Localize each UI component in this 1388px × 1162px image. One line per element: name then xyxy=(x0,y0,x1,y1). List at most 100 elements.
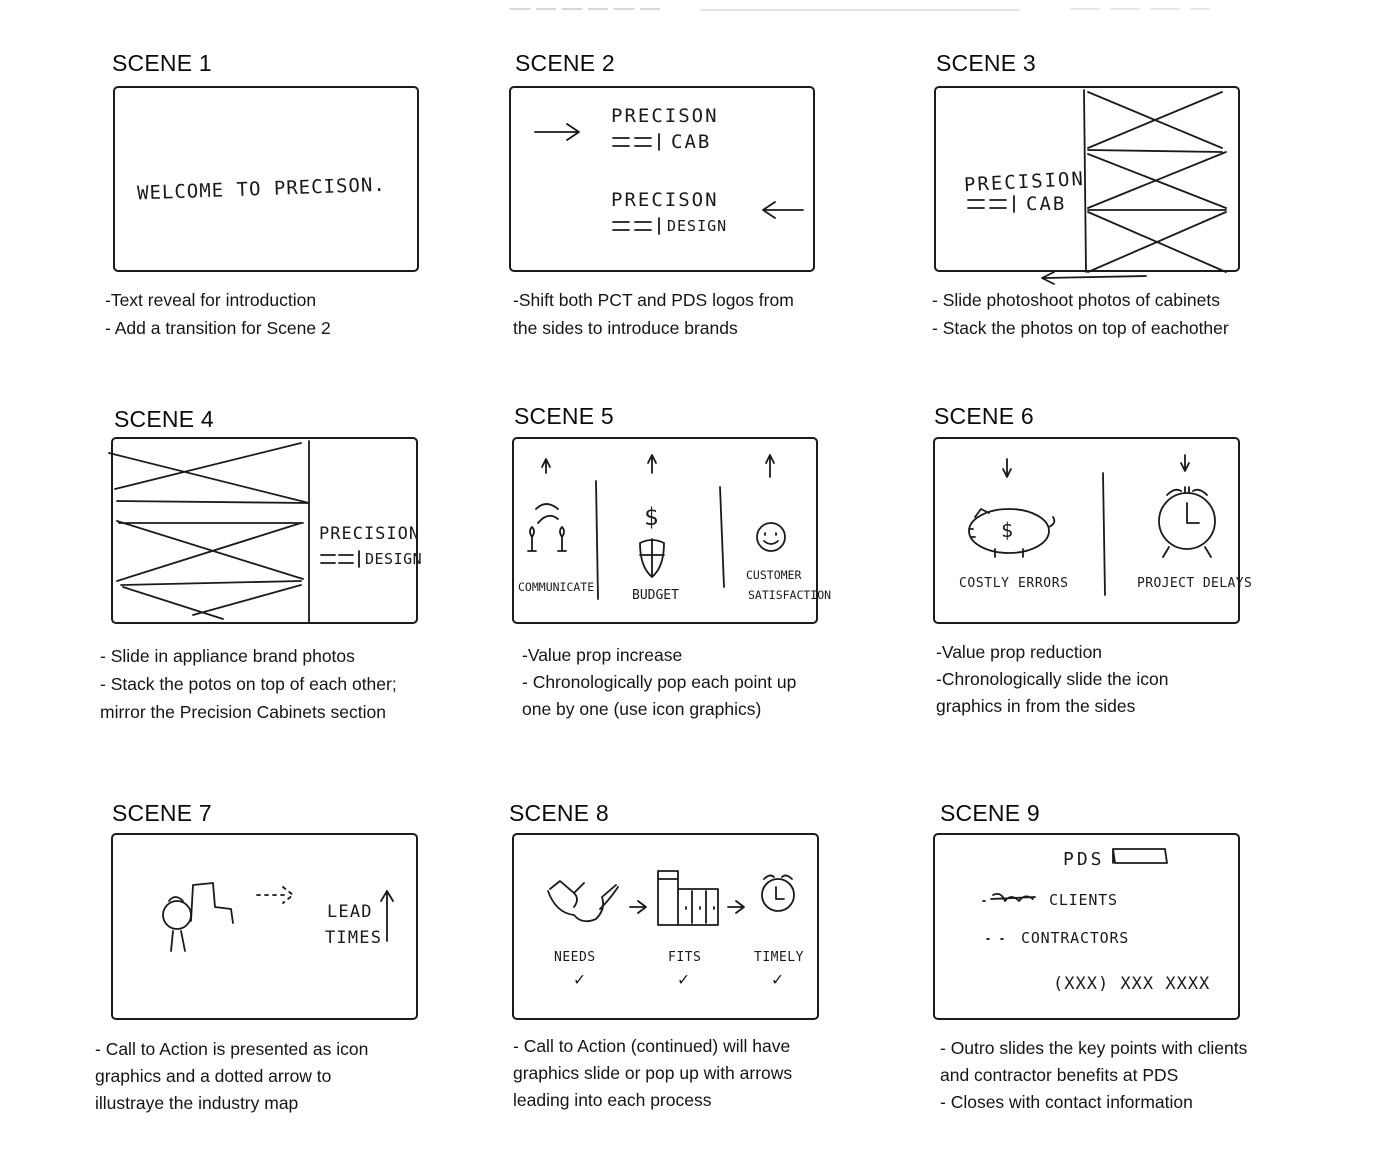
note-line: -Value prop increase xyxy=(522,645,683,665)
sketch-label: SATISFACTION xyxy=(748,588,831,602)
scene-notes: - Call to Action is presented as icon gr… xyxy=(95,1036,368,1117)
storyboard-frame: PRECISON CAB PRECISON DESIGN xyxy=(509,86,815,272)
shield-icon xyxy=(639,538,665,578)
sketch-label: TIMELY xyxy=(754,950,804,965)
sketch-label: TIMES xyxy=(325,928,382,948)
sketch-value-increase: COMMUNICATE $ BUDGET CUSTOMER SATISFACTI… xyxy=(518,454,831,603)
piggy-details xyxy=(968,508,1056,558)
sketch-call-to-action: LEAD TIMES xyxy=(162,882,394,952)
clock-details xyxy=(1162,486,1212,558)
logo-mark xyxy=(967,195,1015,213)
scene-notes: - Outro slides the key points with clien… xyxy=(940,1035,1247,1116)
puzzle-hands-icon xyxy=(547,880,619,923)
arrow-down-icon xyxy=(1180,454,1190,472)
note-line: - Chronologically pop each point up xyxy=(522,672,797,692)
logo-mark xyxy=(612,217,660,235)
storyboard-frame: PDS CLIENTS CONTRACTORS (XXX) XXX XXXX xyxy=(933,833,1240,1020)
divider-line xyxy=(595,480,599,600)
scene-notes: -Value prop reduction -Chronologically s… xyxy=(936,639,1168,720)
sketch-label: CAB xyxy=(1026,193,1066,215)
dollar-icon: $ xyxy=(1001,518,1013,542)
scene-title: SCENE 8 xyxy=(509,800,609,826)
arrow-right-icon xyxy=(629,900,647,914)
arrow-right-icon xyxy=(727,900,745,914)
dotted-arrow-icon xyxy=(256,886,294,904)
logo-mark xyxy=(612,133,660,151)
divider-line xyxy=(719,486,725,588)
sketch-label: CONTRACTORS xyxy=(1021,929,1129,947)
note-line: -Text reveal for introduction xyxy=(105,290,317,310)
note-line: illustraye the industry map xyxy=(95,1093,299,1113)
sketch-label: DESIGN xyxy=(667,217,727,235)
scene-notes: -Text reveal for introduction - Add a tr… xyxy=(105,286,331,342)
arrow-up-icon xyxy=(765,454,775,478)
arrow-right-icon xyxy=(534,123,580,141)
sketch-label: FITS xyxy=(668,950,701,965)
storyboard-frame: NEEDS ✓ FITS ✓ TIMELY ✓ xyxy=(512,833,819,1020)
sketch-label: CLIENTS xyxy=(1049,891,1118,909)
note-line: and contractor benefits at PDS xyxy=(940,1065,1179,1085)
arrow-left-icon xyxy=(762,201,804,219)
sketch-logos: PRECISON CAB PRECISON DESIGN xyxy=(534,105,804,235)
sketch-label: PRECISION xyxy=(963,168,1085,196)
note-line: -Value prop reduction xyxy=(936,642,1103,662)
dollar-icon: $ xyxy=(644,503,658,531)
sketch-label: PRECISION xyxy=(319,524,420,544)
sketch-label: (XXX) XXX XXXX xyxy=(1053,974,1210,994)
note-line: the sides to introduce brands xyxy=(513,318,738,338)
storyboard-frame: PRECISION DESIGN xyxy=(108,437,422,624)
piggy-bank-icon xyxy=(968,508,1050,554)
sketch-label: PRECISON xyxy=(611,105,719,127)
sketch-label: CUSTOMER xyxy=(746,568,801,582)
sketch-label: PDS xyxy=(1063,849,1105,870)
note-line: - Add a transition for Scene 2 xyxy=(105,318,331,338)
alarm-clock-icon xyxy=(1158,492,1216,550)
scene-notes: - Slide photoshoot photos of cabinets - … xyxy=(932,286,1229,342)
note-line: - Call to Action is presented as icon xyxy=(95,1039,369,1059)
note-line: -Chronologically slide the icon xyxy=(936,669,1169,689)
note-line: one by one (use icon graphics) xyxy=(522,699,762,719)
sketch-outro: PDS CLIENTS CONTRACTORS (XXX) XXX XXXX xyxy=(982,848,1210,994)
sketch-appliance-photos: PRECISION DESIGN xyxy=(108,440,422,624)
sketch-value-reduction: $ COSTLY ERRORS PROJECT DELAYS xyxy=(959,454,1252,596)
photo-placeholder xyxy=(108,442,310,504)
arrow-up-icon xyxy=(541,458,551,474)
scene-title: SCENE 7 xyxy=(112,800,212,826)
people-icon xyxy=(527,503,567,552)
sketch-label: COMMUNICATE xyxy=(518,580,594,594)
storyboard-frame: WELCOME TO PRECISON. xyxy=(113,86,419,272)
sketch-label: WELCOME TO PRECISON. xyxy=(137,174,386,205)
storyboard-frame: PRECISION CAB xyxy=(934,86,1240,285)
sketch-process: NEEDS ✓ FITS ✓ TIMELY ✓ xyxy=(547,870,804,990)
clock-details xyxy=(763,874,793,900)
alarm-clock-icon xyxy=(761,878,795,912)
logo-mark xyxy=(1112,848,1168,864)
photo-placeholder xyxy=(1087,211,1227,273)
sketch-label: CAB xyxy=(671,131,711,153)
scene-notes: -Value prop increase - Chronologically p… xyxy=(522,642,796,723)
note-line: - Outro slides the key points with clien… xyxy=(940,1038,1248,1058)
scene-title: SCENE 6 xyxy=(934,403,1034,429)
divider-line xyxy=(1083,89,1087,273)
sketch-welcome: WELCOME TO PRECISON. xyxy=(137,174,386,205)
arrow-left-icon xyxy=(1041,271,1147,285)
sketch-label: LEAD xyxy=(327,902,373,922)
note-line: graphics in from the sides xyxy=(936,696,1136,716)
note-line: - Stack the photos on top of eachother xyxy=(932,318,1229,338)
photo-placeholder xyxy=(1087,151,1227,211)
storyboard-frame: LEAD TIMES xyxy=(111,833,418,1020)
sketch-label: COSTLY ERRORS xyxy=(959,576,1069,591)
scene-title: SCENE 1 xyxy=(112,50,212,76)
scan-artifact xyxy=(510,8,1210,11)
note-line: leading into each process xyxy=(513,1090,712,1110)
note-line: - Slide in appliance brand photos xyxy=(100,646,355,666)
arrow-up-icon xyxy=(647,454,657,474)
smiley-face xyxy=(763,532,779,545)
smiley-icon xyxy=(756,522,786,552)
scene-title: SCENE 4 xyxy=(114,406,214,432)
photo-placeholder xyxy=(116,520,304,582)
storyboard-frame: $ COSTLY ERRORS PROJECT DELAYS xyxy=(933,437,1252,624)
check-icon: ✓ xyxy=(772,969,783,990)
note-line: - Stack the potos on top of each other; xyxy=(100,674,397,694)
arrow-down-icon xyxy=(1002,458,1012,478)
